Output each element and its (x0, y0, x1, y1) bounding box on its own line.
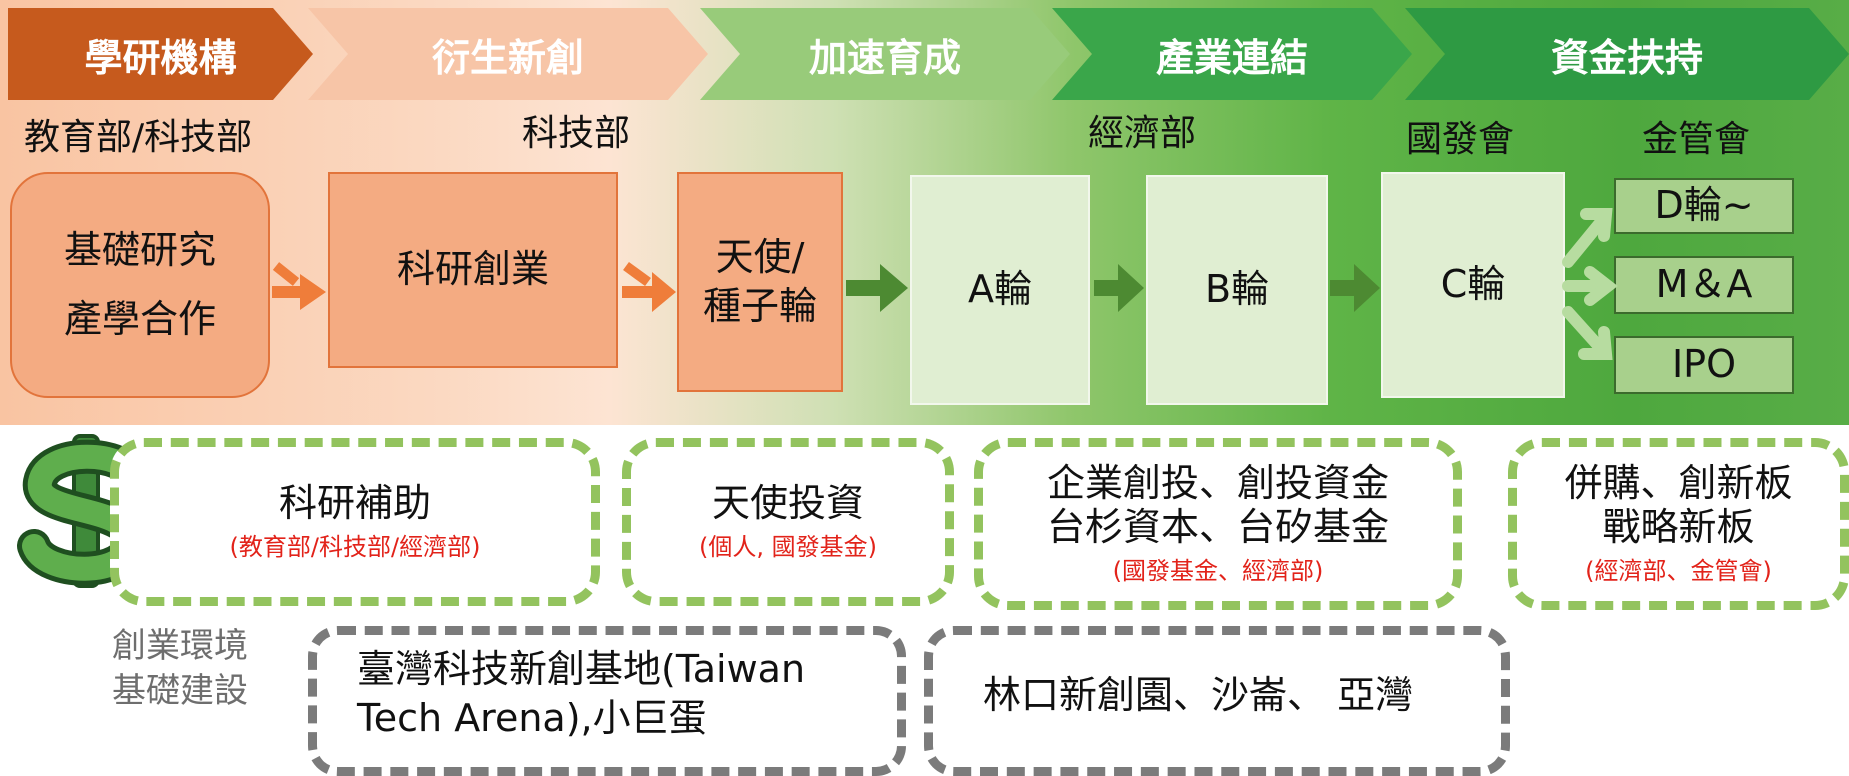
arrow-right-icon (272, 262, 326, 310)
environment-label-line: 基礎建設 (112, 670, 248, 711)
environment-taiwan-tech-arena: 臺灣科技新創基地(Taiwan Tech Arena),小巨蛋 (308, 626, 906, 776)
box-ipo: IPO (1614, 336, 1794, 394)
box-m-and-a: M＆A (1614, 256, 1794, 314)
environment-label-line: 創業環境 (112, 626, 248, 666)
box-line: IPO (1671, 342, 1737, 387)
stage-label: 產業連結 (1155, 35, 1308, 80)
box-round-d: D輪~ (1614, 178, 1794, 234)
funding-source: (教育部/科技部/經濟部) (229, 533, 481, 562)
funding-venture-capital: 企業創投、創投資金 台杉資本、台矽基金 (國發基金、經濟部) (974, 438, 1462, 610)
stage-label: 學研機構 (84, 35, 237, 80)
box-line: D輪~ (1654, 183, 1754, 228)
box-angel-seed: 天使/ 種子輪 (677, 172, 843, 392)
stage-academia: 學研機構 (8, 8, 313, 100)
box-line: 產學合作 (63, 297, 216, 341)
funding-source: (經濟部、金管會) (1585, 557, 1772, 586)
box-round-a: A輪 (910, 175, 1090, 405)
funding-title: 併購、創新板 (1564, 460, 1793, 505)
box-research-startup: 科研創業 (328, 172, 618, 368)
box-line: 基礎研究 (63, 227, 216, 272)
agency-label: 金管會 (1642, 119, 1751, 160)
box-line: 種子輪 (702, 284, 817, 328)
box-line: C輪 (1440, 262, 1506, 307)
funding-title: 企業創投、創投資金 (1046, 460, 1389, 505)
stage-funding-support: 資金扶持 (1405, 8, 1849, 100)
arrow-right-icon (1330, 264, 1380, 312)
agency-label: 科技部 (522, 113, 631, 154)
environment-label: 創業環境 基礎建設 (112, 624, 248, 714)
funding-title: 科研補助 (278, 480, 431, 525)
funding-angel-investment: 天使投資 (個人, 國發基金) (622, 438, 954, 606)
stage-industry-link: 產業連結 (1052, 8, 1412, 100)
box-line: A輪 (968, 267, 1032, 312)
stage-label: 加速育成 (808, 35, 961, 80)
box-line: 天使/ (715, 234, 805, 279)
environment-line: Tech Arena),小巨蛋 (357, 696, 707, 741)
agency-label: 國發會 (1406, 119, 1515, 160)
box-line: 科研創業 (396, 247, 549, 292)
funding-source: (個人, 國發基金) (699, 533, 877, 562)
arrow-right-icon (622, 261, 676, 312)
stage-label: 資金扶持 (1550, 35, 1703, 80)
box-round-c: C輪 (1381, 172, 1565, 398)
dollar-sign-icon (17, 434, 151, 588)
funding-title: 台杉資本、台矽基金 (1046, 504, 1389, 549)
box-line: B輪 (1204, 267, 1270, 312)
environment-line: 林口新創園、沙崙、 亞灣 (983, 673, 1414, 717)
arrow-right-icon (1094, 264, 1144, 312)
environment-innovation-parks: 林口新創園、沙崙、 亞灣 (924, 626, 1510, 776)
box-line: M＆A (1655, 262, 1753, 307)
branch-arrows-icon (1562, 208, 1618, 360)
box-basic-research: 基礎研究 產學合作 (10, 172, 270, 398)
funding-m-and-a-board: 併購、創新板 戰略新板 (經濟部、金管會) (1508, 438, 1849, 610)
environment-line: 臺灣科技新創基地(Taiwan (357, 647, 806, 691)
funding-title: 戰略新板 (1602, 504, 1755, 549)
funding-research-grants: 科研補助 (教育部/科技部/經濟部) (110, 438, 600, 606)
agency-label: 教育部/科技部 (24, 117, 253, 158)
funding-title: 天使投資 (711, 480, 864, 525)
agency-label: 經濟部 (1088, 113, 1197, 154)
box-round-b: B輪 (1146, 175, 1328, 405)
stage-label: 衍生新創 (431, 35, 584, 80)
stage-acceleration: 加速育成 (700, 8, 1070, 100)
funding-source: (國發基金、經濟部) (1112, 557, 1324, 586)
stage-spinoff: 衍生新創 (308, 8, 708, 100)
arrow-right-icon (846, 264, 908, 312)
flow-arrows (272, 208, 1618, 360)
